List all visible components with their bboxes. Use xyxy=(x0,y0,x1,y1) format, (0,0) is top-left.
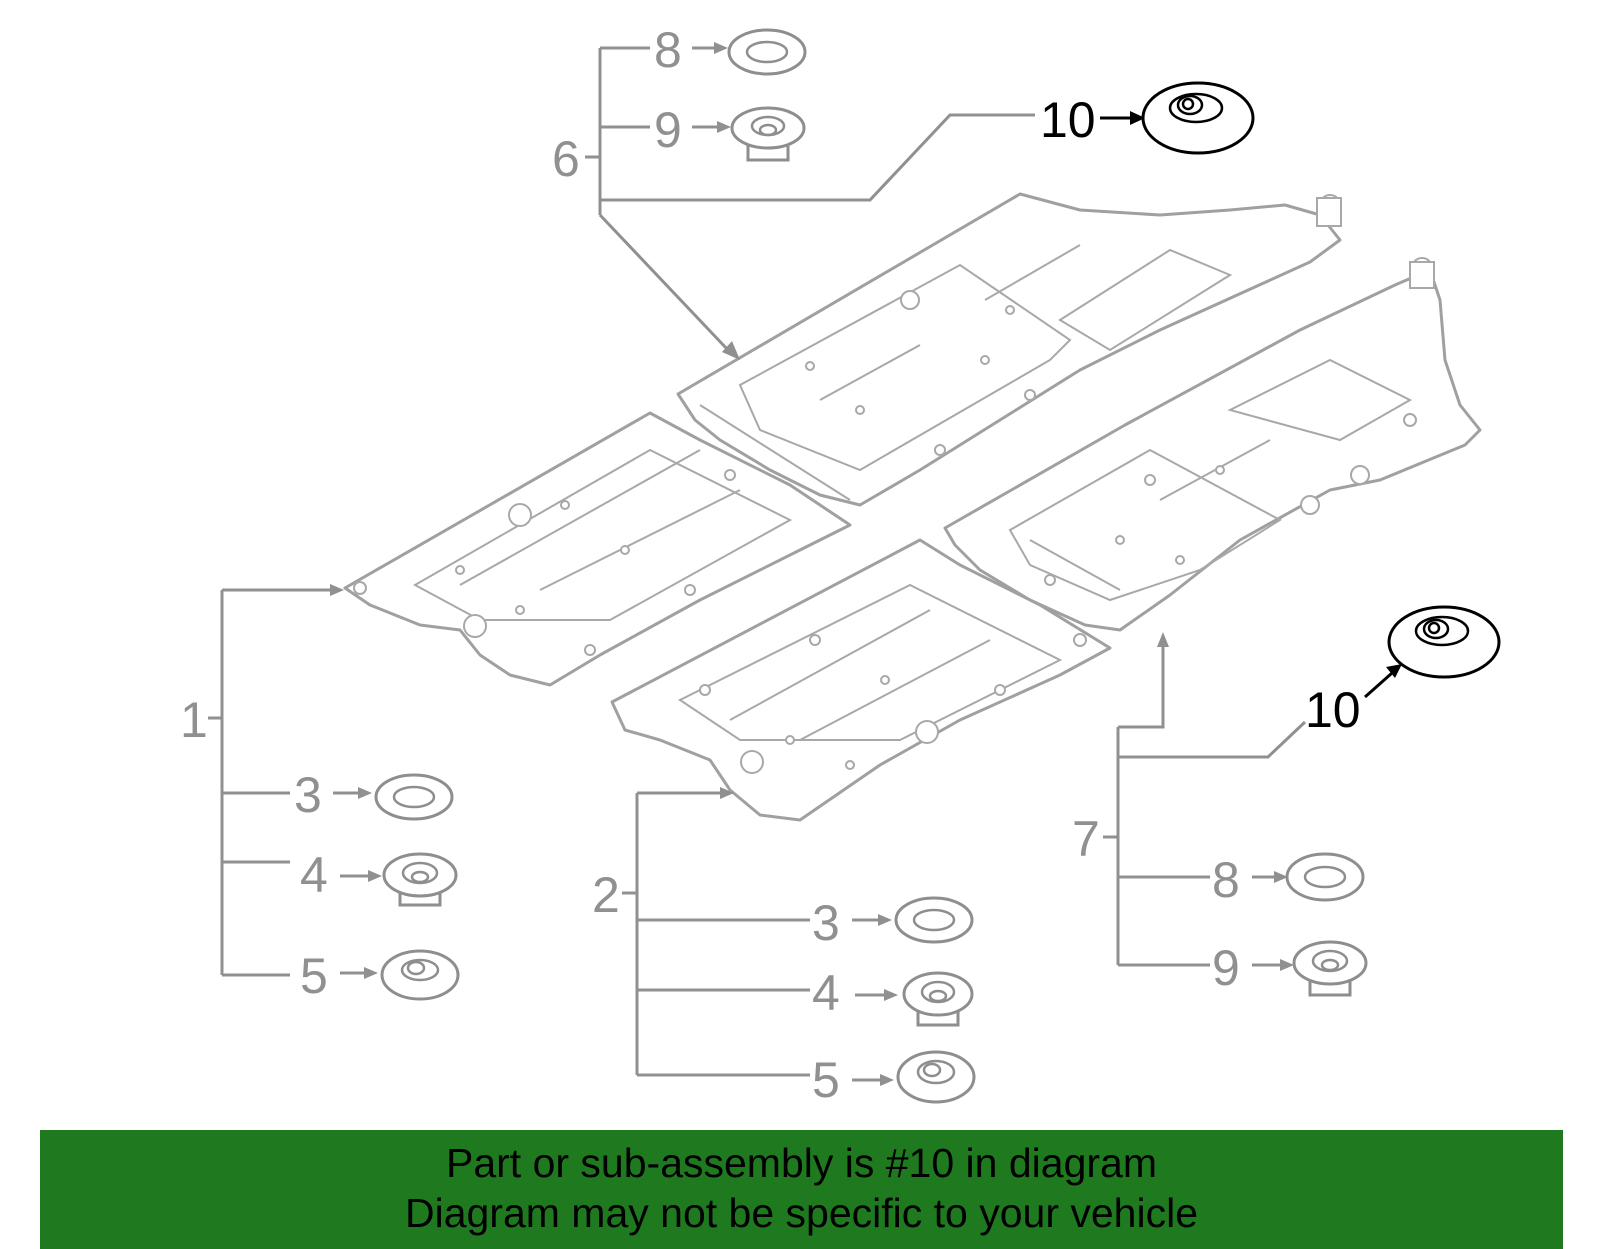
callout-4-middle: 4 xyxy=(812,965,840,1021)
callout-numbers: 1 2 3 3 4 4 5 5 6 7 8 8 9 9 10 10 xyxy=(180,22,1361,1108)
callout-2: 2 xyxy=(592,867,620,923)
highlight-leaders xyxy=(1100,111,1402,699)
callout-3-left: 3 xyxy=(294,767,322,823)
banner-line-part: Part or sub-assembly is #10 in diagram xyxy=(446,1140,1157,1186)
callout-3-middle: 3 xyxy=(812,895,840,951)
callout-9-top: 9 xyxy=(654,102,682,158)
part-4-grommet-middle xyxy=(902,971,974,1027)
leader-lines xyxy=(208,42,1307,1086)
part-5-plug-left xyxy=(380,949,460,1001)
part-8-washer-right xyxy=(1285,852,1365,902)
callout-8-top: 8 xyxy=(654,22,682,78)
part-3-washer-left xyxy=(374,773,454,821)
part-9-grommet-top xyxy=(730,106,806,162)
banner-line-disclaimer: Diagram may not be specific to your vehi… xyxy=(404,1190,1198,1236)
part-8-washer-top xyxy=(727,28,807,76)
callout-5-left: 5 xyxy=(300,948,328,1004)
info-banner: Part or sub-assembly is #10 in diagram D… xyxy=(40,1130,1563,1249)
part-4-grommet-left xyxy=(382,852,458,907)
underbody-panel-1 xyxy=(343,411,852,687)
callout-1: 1 xyxy=(180,692,208,748)
callout-7: 7 xyxy=(1072,811,1100,867)
callout-6: 6 xyxy=(552,131,580,187)
part-9-grommet-right xyxy=(1292,940,1368,997)
underbody-panel-2 xyxy=(610,538,1112,822)
part-3-washer-middle xyxy=(894,896,974,944)
part-5-plug-middle xyxy=(896,1050,976,1104)
callout-4-left: 4 xyxy=(300,847,328,903)
part-10-right-highlighted xyxy=(1387,605,1501,679)
callout-5-middle: 5 xyxy=(812,1052,840,1108)
callout-10-right: 10 xyxy=(1305,682,1361,738)
underbody-panel-6 xyxy=(676,192,1342,507)
callout-10-top: 10 xyxy=(1040,92,1096,148)
callout-9-right: 9 xyxy=(1212,940,1240,996)
part-10-top-highlighted xyxy=(1141,81,1255,155)
callout-8-right: 8 xyxy=(1212,852,1240,908)
